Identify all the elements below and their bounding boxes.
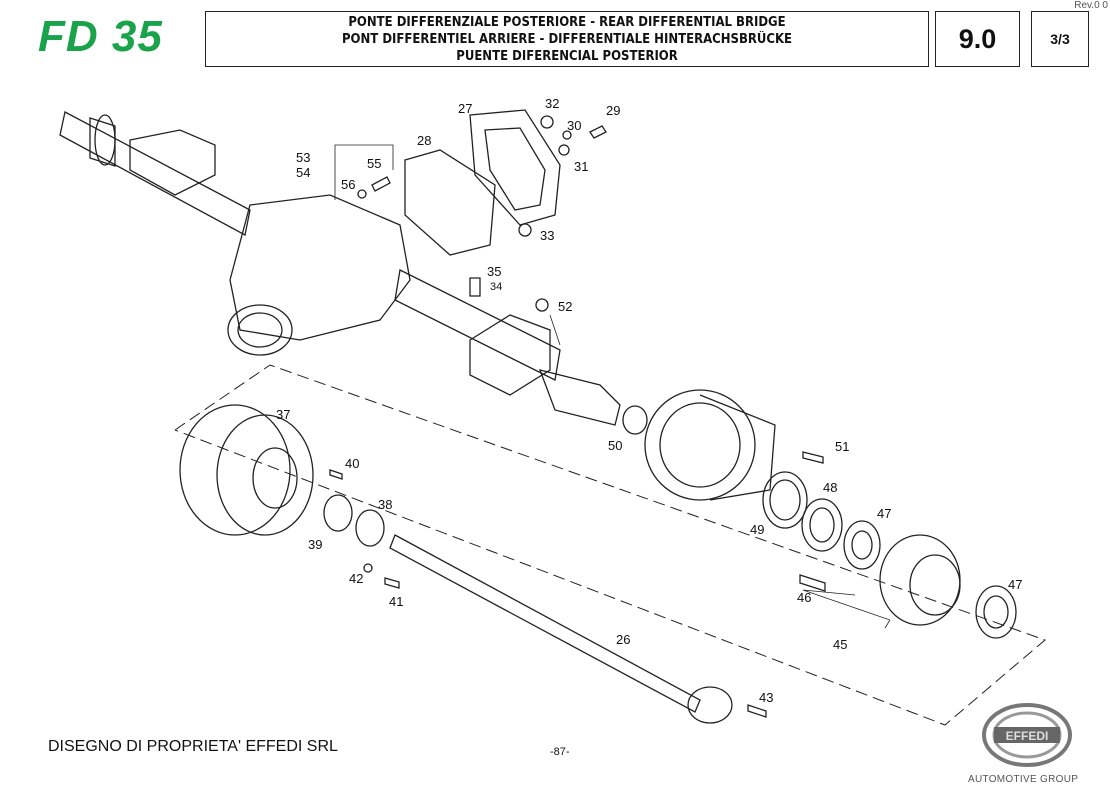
part-label: 42 xyxy=(349,571,364,586)
section-number: 9.0 xyxy=(935,11,1020,67)
cover-and-gasket xyxy=(404,109,561,256)
effedi-logo: EFFEDI xyxy=(982,703,1072,767)
part-label: 27 xyxy=(458,101,473,116)
axle-housing xyxy=(59,111,561,396)
part-label: 29 xyxy=(606,103,621,118)
group-caption: AUTOMOTIVE GROUP xyxy=(968,774,1079,785)
part-label: 35 xyxy=(487,264,502,279)
dashed-outline xyxy=(174,364,1046,726)
ownership-notice: DISEGNO DI PROPRIETA' EFFEDI SRL xyxy=(48,738,338,755)
revision-note: Rev.0 0 xyxy=(1074,0,1108,11)
axle-shaft xyxy=(389,534,767,724)
part-label: 52 xyxy=(558,299,573,314)
part-label: 37 xyxy=(276,407,291,422)
part-label: 39 xyxy=(308,537,323,552)
title-line-fr-de: PONT DIFFERENTIEL ARRIERE - DIFFERENTIAL… xyxy=(341,32,793,47)
page-of: 3/3 xyxy=(1031,11,1089,67)
part-label: 46 xyxy=(797,590,812,605)
part-label: 54 xyxy=(296,165,311,180)
part-label: 41 xyxy=(389,594,404,609)
part-label: 49 xyxy=(750,522,765,537)
title-line-it-en: PONTE DIFFERENZIALE POSTERIORE - REAR DI… xyxy=(348,15,786,30)
part-label: 30 xyxy=(567,118,582,133)
part-label: 28 xyxy=(417,133,432,148)
svg-text:EFFEDI: EFFEDI xyxy=(1006,729,1049,743)
part-label: 50 xyxy=(608,438,623,453)
part-label: 56 xyxy=(341,177,356,192)
part-label: 45 xyxy=(833,637,848,652)
hub-parts xyxy=(538,369,1017,639)
small-parts xyxy=(357,115,607,312)
part-label: 40 xyxy=(345,456,360,471)
part-label: 26 xyxy=(616,632,631,647)
part-label: 34 xyxy=(490,281,503,293)
part-label: 33 xyxy=(540,228,555,243)
part-label: 32 xyxy=(545,96,560,111)
part-label: 31 xyxy=(574,159,589,174)
title-box: PONTE DIFFERENZIALE POSTERIORE - REAR DI… xyxy=(205,11,929,67)
model-code: FD 35 xyxy=(38,12,163,61)
part-label: 51 xyxy=(835,439,850,454)
brake-drum xyxy=(179,404,400,589)
part-label: 53 xyxy=(296,150,311,165)
part-label: 48 xyxy=(823,480,838,495)
title-line-es: PUENTE DIFERENCIAL POSTERIOR xyxy=(456,49,678,64)
part-label: 47 xyxy=(1008,577,1023,592)
part-label: 47 xyxy=(877,506,892,521)
part-label: 55 xyxy=(367,156,382,171)
part-label: 38 xyxy=(378,497,393,512)
part-label: 43 xyxy=(759,690,774,705)
page-number: -87- xyxy=(550,746,570,758)
leader-lines xyxy=(334,144,891,629)
